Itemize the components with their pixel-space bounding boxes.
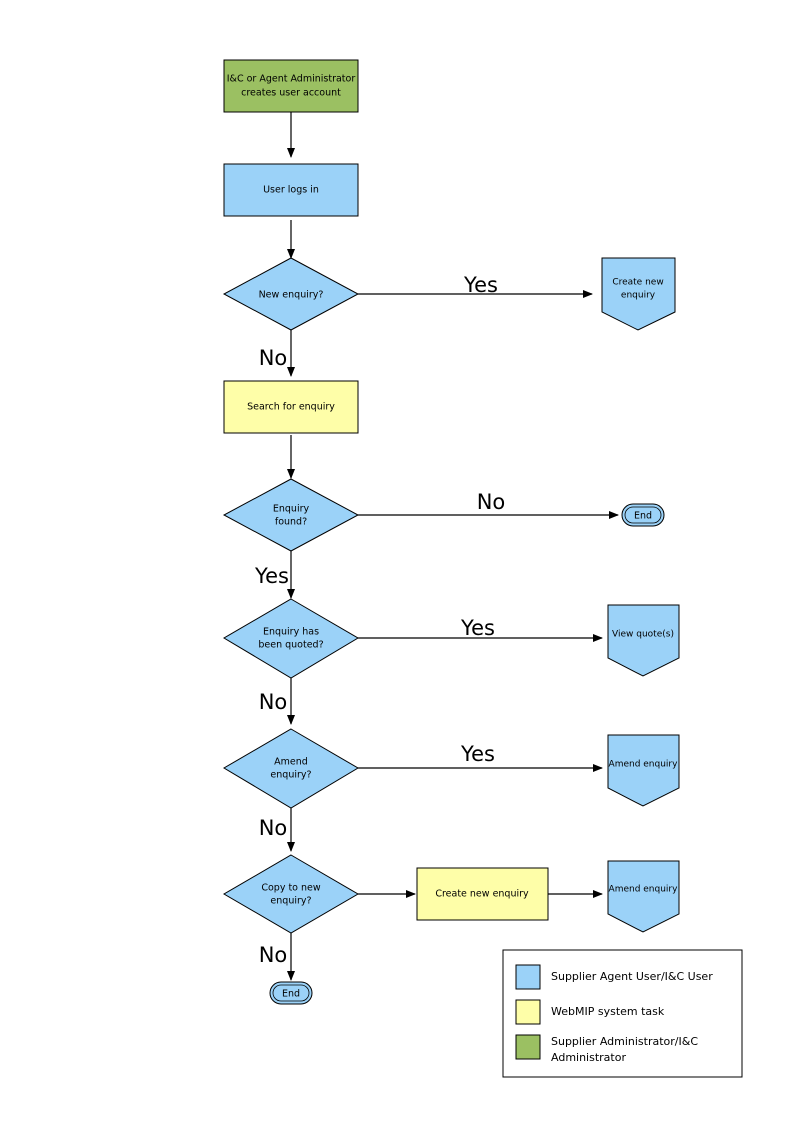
node-label-line2: enquiry? — [270, 896, 311, 907]
node-shape-terminator-inner — [624, 506, 662, 524]
node-shape-decision — [222, 478, 360, 552]
node-label-line1: Amend — [274, 757, 308, 768]
node-shape-process — [416, 867, 549, 921]
node-label-line1: Enquiry has — [263, 627, 319, 638]
node-label-line1: Enquiry — [273, 504, 310, 515]
legend-swatch-green — [515, 1034, 541, 1060]
node-user-logs-in[interactable]: User logs in — [223, 163, 359, 217]
node-label-line2: found? — [275, 517, 307, 528]
legend-label: WebMIP system task — [551, 1005, 665, 1018]
node-create-new-enquiry-2[interactable]: Create new enquiry — [416, 867, 549, 921]
node-label-line2: enquiry — [621, 291, 656, 301]
node-enquiry-found-decision[interactable]: Enquiry found? — [222, 478, 360, 552]
node-label-line1: Search for enquiry — [247, 402, 335, 413]
node-end-1[interactable]: End — [621, 503, 665, 527]
edge-label-enquiry-found-no: No — [477, 490, 506, 514]
edge-label-enquiry-found-yes: Yes — [254, 564, 289, 588]
node-end-2[interactable]: End — [269, 981, 313, 1005]
edge-label-copy-no: No — [259, 943, 288, 967]
edge-label-quoted-no: No — [259, 690, 288, 714]
node-amend-enquiry-1[interactable]: Amend enquiry — [607, 734, 680, 807]
node-copy-to-new-enquiry-decision[interactable]: Copy to new enquiry? — [223, 854, 359, 934]
node-shape-process — [223, 59, 359, 113]
legend-label: Supplier Agent User/I&C User — [551, 970, 713, 983]
node-shape-terminator-inner — [272, 984, 310, 1002]
node-shape-manual-input — [607, 860, 680, 933]
node-shape-terminator — [269, 981, 313, 1005]
legend-box — [502, 949, 743, 1078]
node-label-line1: New enquiry? — [259, 290, 324, 301]
node-amend-enquiry-2[interactable]: Amend enquiry — [607, 860, 680, 933]
node-label-line1: End — [634, 511, 652, 522]
edge-labels: Yes No No Yes Yes No Yes No No — [254, 273, 505, 967]
node-new-enquiry-decision[interactable]: New enquiry? — [222, 257, 360, 331]
node-shape-process — [223, 163, 359, 217]
node-label-line1: View quote(s) — [612, 630, 674, 640]
node-label-line2: creates user account — [241, 88, 341, 99]
node-shape-process — [223, 380, 359, 434]
node-label-line1: Create new — [612, 278, 663, 288]
node-shape-decision — [222, 257, 360, 331]
node-view-quotes[interactable]: View quote(s) — [607, 604, 680, 677]
edge-label-quoted-yes: Yes — [460, 616, 495, 640]
node-label-line1: Amend enquiry — [609, 885, 679, 895]
legend-swatch-yellow — [515, 999, 541, 1025]
legend-item-supplier-agent-user: Supplier Agent User/I&C User — [515, 964, 713, 990]
legend: Supplier Agent User/I&C User WebMIP syst… — [502, 949, 743, 1078]
node-label-line1: I&C or Agent Administrator — [227, 74, 356, 85]
legend-item-supplier-administrator: Supplier Administrator/I&C Administrator — [515, 1034, 698, 1064]
edge-label-amend-yes: Yes — [460, 742, 495, 766]
connectors — [287, 112, 619, 981]
node-label-line1: Amend enquiry — [609, 760, 679, 770]
node-label-line1: End — [282, 989, 300, 1000]
edge-label-amend-no: No — [259, 816, 288, 840]
node-label-line2: been quoted? — [258, 640, 323, 651]
node-label-line1: User logs in — [263, 185, 319, 196]
edge-label-new-enquiry-no: No — [259, 346, 288, 370]
legend-label-line2: Administrator — [551, 1051, 626, 1064]
legend-swatch-blue — [515, 964, 541, 990]
node-label-line1: Create new enquiry — [435, 889, 529, 900]
node-amend-enquiry-decision[interactable]: Amend enquiry? — [223, 728, 359, 809]
edge-label-new-enquiry-yes: Yes — [463, 273, 498, 297]
node-shape-manual-input — [607, 604, 680, 677]
node-shape-decision — [223, 598, 359, 679]
node-shape-terminator — [621, 503, 665, 527]
node-shape-decision — [223, 854, 359, 934]
node-label-line2: enquiry? — [270, 770, 311, 781]
node-shape-manual-input — [601, 257, 676, 331]
node-admin-creates-user-account[interactable]: I&C or Agent Administrator creates user … — [223, 59, 359, 113]
legend-item-webmip-system-task: WebMIP system task — [515, 999, 665, 1025]
node-shape-decision — [223, 728, 359, 809]
legend-label-line1: Supplier Administrator/I&C — [551, 1035, 698, 1048]
node-create-new-enquiry-1[interactable]: Create new enquiry — [601, 257, 676, 331]
node-enquiry-quoted-decision[interactable]: Enquiry has been quoted? — [223, 598, 359, 679]
node-search-for-enquiry[interactable]: Search for enquiry — [223, 380, 359, 434]
node-label-line1: Copy to new — [261, 883, 321, 894]
node-shape-manual-input — [607, 734, 680, 807]
